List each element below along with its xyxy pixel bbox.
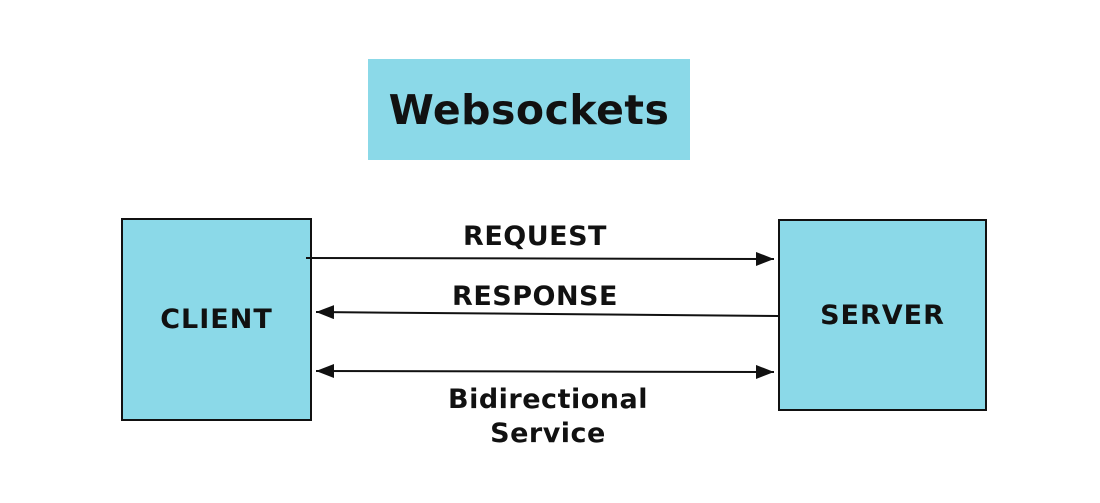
bidirectional-arrow-label: Bidirectional Service [448, 384, 648, 449]
request-arrow [305, 251, 775, 266]
request-arrow-label: REQUEST [463, 221, 607, 252]
bidirectional-arrow [315, 364, 775, 379]
client-node: CLIENT [121, 218, 312, 421]
client-node-label: CLIENT [160, 304, 273, 335]
diagram-title: Websockets [388, 85, 670, 134]
title-box: Websockets [368, 59, 690, 160]
server-node-label: SERVER [820, 299, 945, 331]
response-arrow [315, 305, 779, 320]
response-arrow-label: RESPONSE [452, 281, 618, 312]
server-node: SERVER [778, 219, 987, 411]
